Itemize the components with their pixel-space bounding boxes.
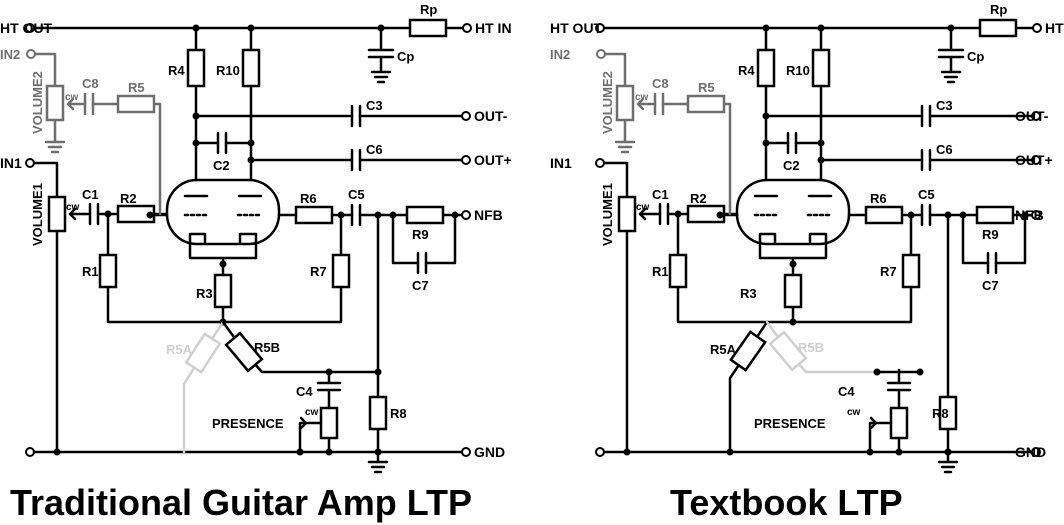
r4-label: R4 xyxy=(738,63,755,78)
r5a-label: R5A xyxy=(710,342,737,357)
out-minus-label: OUT- xyxy=(1015,108,1049,124)
r5b-label: R5B xyxy=(798,340,824,355)
cw-label-vol2: cw xyxy=(65,92,79,103)
gnd-label: GND xyxy=(474,444,505,460)
r2-label: R2 xyxy=(120,191,137,206)
out-plus-label: OUT+ xyxy=(474,152,512,168)
r3-label: R3 xyxy=(740,286,757,301)
r9-label: R9 xyxy=(982,227,999,242)
nfb-label: NFB xyxy=(474,207,503,223)
panel-traditional xyxy=(24,18,473,474)
r1-label: R1 xyxy=(82,264,99,279)
rp-label: Rp xyxy=(420,2,437,17)
r9-label: R9 xyxy=(412,227,429,242)
out-plus-label: OUT+ xyxy=(1015,152,1053,168)
volume1-label: VOLUME1 xyxy=(30,183,45,246)
panel-title: Textbook LTP xyxy=(670,482,903,523)
r6-label: R6 xyxy=(300,191,317,206)
r8-label: R8 xyxy=(932,406,949,421)
ht-in-label: HT IN xyxy=(1045,20,1064,36)
r10-label: R10 xyxy=(786,63,810,78)
cw-label-presence: cw xyxy=(847,407,861,418)
c1-label: C1 xyxy=(82,187,99,202)
r1-label: R1 xyxy=(652,264,669,279)
cp-label: Cp xyxy=(397,49,414,64)
panel-title: Traditional Guitar Amp LTP xyxy=(10,482,472,523)
r3-label: R3 xyxy=(196,286,213,301)
in1-label: IN1 xyxy=(550,155,572,171)
labels-traditional: HT OUT HT IN Rp Cp IN2 IN1 VOLUME2 VOLUM… xyxy=(0,2,512,523)
c6-label: C6 xyxy=(366,142,383,157)
r10-label: R10 xyxy=(216,63,240,78)
gnd-label: GND xyxy=(1015,444,1046,460)
cw-label-vol1: cw xyxy=(66,202,80,213)
r7-label: R7 xyxy=(310,264,327,279)
presence-label: PRESENCE xyxy=(212,416,284,431)
cw-label-presence: cw xyxy=(305,407,319,418)
c6-label: C6 xyxy=(936,142,953,157)
r7-label: R7 xyxy=(880,264,897,279)
c4-label: C4 xyxy=(838,384,855,399)
r8-label: R8 xyxy=(390,406,407,421)
c5-label: C5 xyxy=(348,187,365,202)
ht-in-label: HT IN xyxy=(475,20,512,36)
c2-label: C2 xyxy=(783,158,800,173)
r5b-label: R5B xyxy=(254,340,280,355)
c3-label: C3 xyxy=(366,98,383,113)
c1-label: C1 xyxy=(652,187,669,202)
c2-label: C2 xyxy=(213,158,230,173)
volume1-label: VOLUME1 xyxy=(600,183,615,246)
cp-label: Cp xyxy=(967,49,984,64)
r4-label: R4 xyxy=(168,63,185,78)
presence-label: PRESENCE xyxy=(754,416,826,431)
panel-textbook xyxy=(594,18,1043,474)
nfb-label: NFB xyxy=(1015,207,1044,223)
c8-label: C8 xyxy=(82,76,99,91)
r6-label: R6 xyxy=(870,191,887,206)
cw-label-vol2: cw xyxy=(635,92,649,103)
labels-textbook: HT OUT HT IN Rp Cp IN2 IN1 VOLUME2 VOLUM… xyxy=(550,2,1064,523)
c4-label: C4 xyxy=(296,384,313,399)
c5-label: C5 xyxy=(918,187,935,202)
ht-out-label: HT OUT xyxy=(550,20,603,36)
ht-out-label: HT OUT xyxy=(0,20,53,36)
c7-label: C7 xyxy=(982,278,999,293)
c8-label: C8 xyxy=(652,76,669,91)
in2-label: IN2 xyxy=(550,47,570,62)
r5-label: R5 xyxy=(128,80,145,95)
in1-label: IN1 xyxy=(0,155,22,171)
rp-label: Rp xyxy=(990,2,1007,17)
out-minus-label: OUT- xyxy=(474,108,508,124)
in2-label: IN2 xyxy=(0,47,20,62)
volume2-label: VOLUME2 xyxy=(600,71,615,134)
cw-label-vol1: cw xyxy=(636,202,650,213)
c7-label: C7 xyxy=(412,278,429,293)
volume2-label: VOLUME2 xyxy=(30,71,45,134)
r5a-label: R5A xyxy=(166,342,193,357)
c3-label: C3 xyxy=(936,98,953,113)
r2-label: R2 xyxy=(690,191,707,206)
r5-label: R5 xyxy=(698,80,715,95)
